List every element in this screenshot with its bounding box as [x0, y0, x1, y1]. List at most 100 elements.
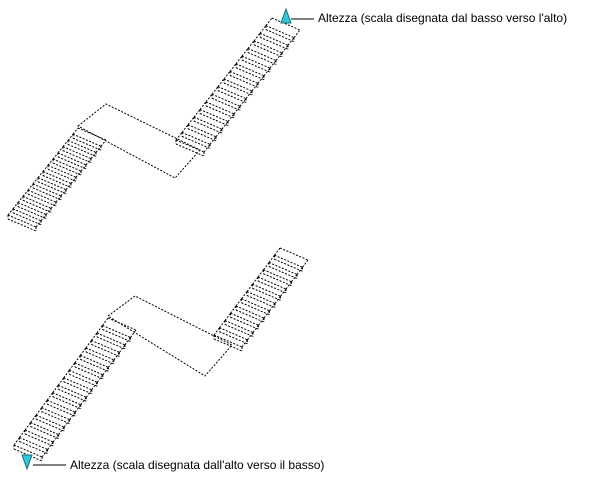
stair-stringer-edge — [211, 86, 219, 95]
stair-tread-edge — [30, 426, 59, 440]
stair-tread-edge — [85, 351, 115, 365]
stair-tread-edge — [175, 139, 205, 153]
stair-stringer-edge — [217, 78, 225, 87]
stair-stringer-edge — [13, 437, 20, 446]
stair-tread-edge — [32, 183, 62, 197]
stair-stringer-edge — [287, 37, 295, 46]
stair-tread-edge — [247, 48, 277, 61]
stair-tread-edge — [181, 135, 211, 149]
stair-tread-edge — [268, 262, 298, 275]
triangle-grip-icon[interactable] — [21, 454, 33, 471]
triangle-grip-icon[interactable] — [280, 7, 292, 24]
stair-tread-edge — [219, 331, 248, 345]
stair-stringer-edge — [252, 276, 259, 285]
stair-stringer-edge — [209, 136, 217, 145]
stair-stringer-edge — [239, 98, 247, 107]
stair-stringer-edge — [96, 325, 103, 334]
stair-stringer-edge — [57, 146, 64, 154]
stair-stringer-edge — [235, 55, 243, 65]
stair-stringer-edge — [52, 434, 59, 443]
stair-tread-edge — [58, 384, 87, 398]
stair-stringer-edge — [22, 189, 29, 197]
stair-stringer-edge — [46, 392, 54, 401]
stair-stringer-edge — [41, 399, 48, 408]
stair-stringer-edge — [63, 369, 70, 379]
stair-stringer-edge — [65, 183, 72, 191]
stair-tread-edge — [181, 131, 211, 145]
stair-tread-edge — [69, 373, 98, 387]
stair-stringer-edge — [37, 171, 44, 179]
stair-stringer-edge — [215, 128, 223, 138]
stair-tread-edge — [80, 354, 109, 368]
stair-stringer-edge — [90, 152, 97, 159]
stair-stringer-edge — [58, 426, 65, 435]
stair-stringer-edge — [187, 116, 195, 126]
stair-stringer-edge — [35, 220, 42, 228]
stair-tread-edge — [193, 116, 223, 130]
height-callout-bottom: Altezza (scala disegnata dall'alto verso… — [70, 458, 325, 472]
stair-tread-edge — [77, 127, 107, 141]
stair-tread-edge — [27, 193, 57, 207]
stair-tread-edge — [37, 181, 67, 195]
stair-stringer-edge — [229, 63, 237, 72]
stair-stringer-edge — [224, 312, 231, 321]
stair-tread-edge — [259, 32, 289, 46]
stair-tread-edge — [268, 266, 298, 279]
stair-tread-edge — [17, 202, 47, 216]
stair-stringer-edge — [241, 339, 248, 348]
stair-tread-edge — [80, 358, 109, 372]
stair-tread-edge — [32, 187, 62, 201]
stair-tread-edge — [265, 29, 295, 43]
stair-tread-edge — [223, 78, 253, 92]
stair-tread-edge — [62, 146, 92, 160]
stair-stringer-edge — [302, 259, 309, 268]
stair-tread-edge — [230, 312, 259, 326]
stair-stringer-edge — [47, 441, 54, 450]
stair-tread-edge — [213, 334, 243, 348]
stair-stringer-edge — [40, 214, 47, 222]
stair-tread-edge — [211, 97, 241, 111]
stair-tread-edge — [199, 109, 229, 122]
height-callout-top: Altezza (scala disegnata dal basso verso… — [318, 11, 568, 25]
stair-tread-edge — [102, 329, 131, 342]
stair-stringer-edge — [203, 144, 211, 153]
stair-stringer-edge — [30, 414, 37, 423]
stair-tread-edge — [91, 343, 120, 357]
stair-tread-edge — [67, 143, 97, 157]
stair-tread-edge — [12, 208, 42, 222]
stair-stringer-edge — [119, 344, 126, 353]
stair-tread-edge — [63, 377, 92, 391]
stair-stringer-edge — [259, 25, 267, 34]
stair-top-drawn-bottom-up — [7, 17, 301, 232]
stair-stringer-edge — [219, 320, 226, 329]
stair-stringer-edge — [80, 164, 87, 172]
stair-stringer-edge — [274, 247, 281, 256]
stair-stringer-edge — [68, 362, 76, 371]
stair-stringer-edge — [102, 367, 109, 376]
stair-stringer-edge — [293, 29, 301, 38]
stair-stringer-edge — [241, 291, 248, 300]
stair-tread-edge — [47, 168, 77, 182]
stair-stringer-edge — [281, 44, 289, 54]
stair-tread-edge — [91, 339, 120, 353]
stair-stringer-edge — [42, 164, 49, 172]
stair-stringer-edge — [269, 303, 276, 312]
stair-stringer-edge — [230, 305, 237, 314]
stair-tread-edge — [241, 55, 271, 69]
stair-landing — [107, 295, 233, 377]
stair-bottom-drawn-top-down — [13, 247, 309, 462]
stair-tread-edge — [42, 175, 72, 188]
stair-stringer-edge — [95, 145, 102, 153]
stair-tread-edge — [37, 177, 67, 191]
stair-stringer-edge — [102, 317, 109, 326]
stair-tread-edge — [27, 189, 57, 203]
stair-tread-edge — [265, 25, 295, 39]
stair-stringer-edge — [57, 377, 65, 386]
stair-tread-edge — [46, 403, 76, 417]
stair-tread-edge — [175, 143, 205, 157]
stair-stringer-edge — [247, 332, 254, 341]
stair-stringer-edge — [85, 158, 92, 166]
stair-tread-edge — [62, 150, 92, 164]
stair-stringer-edge — [79, 347, 87, 356]
stair-tread-edge — [187, 124, 217, 138]
